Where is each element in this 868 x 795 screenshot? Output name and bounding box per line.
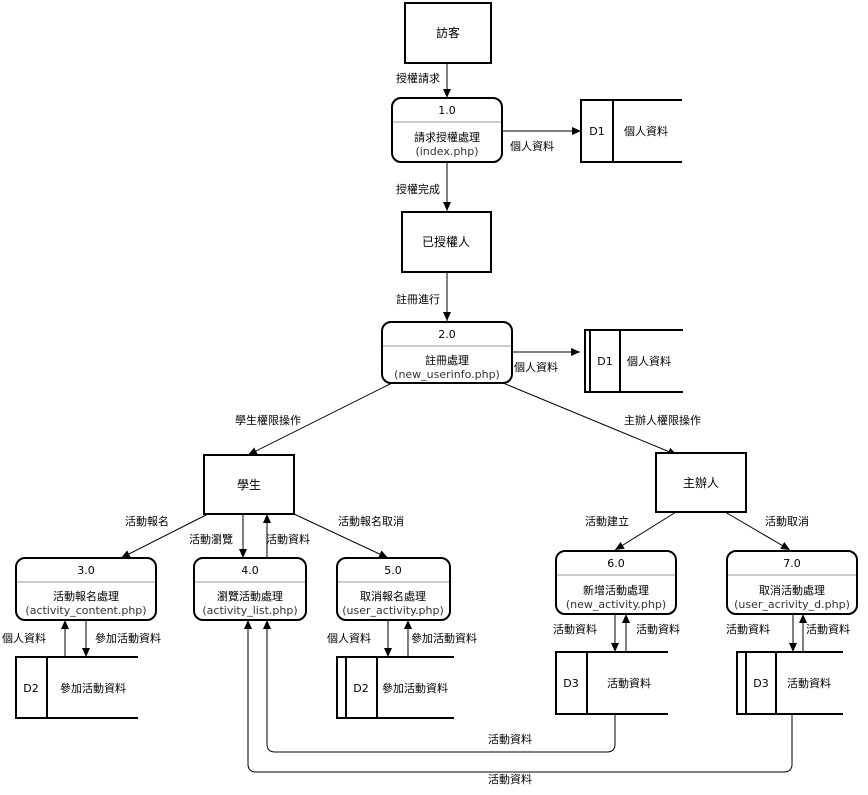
entity-student	[203, 454, 295, 515]
process-2	[381, 321, 513, 384]
store-4-id: D2	[353, 682, 368, 695]
store-3-id: D2	[23, 682, 38, 695]
label-auth-done: 授權完成	[396, 182, 440, 196]
label-register: 註冊進行	[396, 293, 440, 306]
label-auth-request: 授權請求	[396, 71, 440, 85]
store-2-id: D1	[597, 355, 612, 368]
label-signup: 活動報名	[125, 514, 169, 528]
store-6-name: 活動資料	[787, 676, 831, 690]
flow-create-activity	[614, 511, 677, 551]
process-7-file: (user_acrivity_d.php)	[734, 598, 850, 611]
store-5	[555, 651, 668, 715]
process-2-file: (new_userinfo.php)	[394, 368, 500, 381]
store-3-name: 參加活動資料	[60, 681, 126, 695]
label-p5-personal: 個人資料	[327, 631, 371, 645]
process-1-number: 1.0	[438, 104, 456, 117]
store-6-id: D3	[753, 677, 768, 690]
label-cancel-signup: 活動報名取消	[338, 514, 404, 528]
process-3-name: 活動報名處理	[53, 589, 119, 603]
entity-organizer	[655, 452, 747, 513]
flow-loop-2	[244, 620, 793, 773]
label-organizer-perm: 主辦人權限操作	[624, 413, 701, 427]
process-6-number: 6.0	[607, 557, 625, 570]
store-6	[736, 651, 843, 715]
label-personal-1: 個人資料	[510, 139, 554, 153]
process-7-number: 7.0	[783, 557, 801, 570]
process-1	[391, 97, 503, 163]
flow-signup	[120, 513, 209, 559]
store-4	[336, 656, 454, 719]
label-p3-join: 參加活動資料	[95, 631, 161, 645]
label-personal-2: 個人資料	[514, 360, 558, 374]
flow-cancel-activity	[724, 511, 791, 551]
store-4-name: 參加活動資料	[382, 681, 448, 695]
label-p6-b: 活動資料	[636, 622, 680, 636]
process-6	[555, 550, 677, 615]
process-3-file: (activity_content.php)	[25, 604, 146, 617]
label-loop-2: 活動資料	[488, 772, 532, 786]
process-5-number: 5.0	[384, 564, 402, 577]
process-5	[336, 557, 451, 621]
store-3	[15, 656, 138, 719]
process-5-file: (user_activity.php)	[342, 604, 444, 617]
process-3-number: 3.0	[77, 564, 95, 577]
flow-student-perm	[247, 382, 393, 456]
process-4	[193, 557, 307, 621]
flow-loop-1	[263, 620, 616, 753]
store-1-id: D1	[589, 125, 604, 138]
label-activity-data-4: 活動資料	[266, 532, 310, 546]
process-7-name: 取消活動處理	[759, 583, 825, 597]
store-2	[584, 329, 683, 393]
entity-visitor	[404, 2, 492, 64]
process-4-name: 瀏覽活動處理	[217, 589, 283, 603]
label-p3-personal: 個人資料	[2, 631, 46, 645]
process-4-file: (activity_list.php)	[202, 604, 297, 617]
store-2-name: 個人資料	[627, 354, 671, 368]
process-6-file: (new_activity.php)	[566, 598, 666, 611]
process-1-file: (index.php)	[415, 145, 478, 158]
store-1	[580, 99, 682, 163]
label-cancel-activity: 活動取消	[765, 514, 809, 528]
label-p5-join: 參加活動資料	[411, 631, 477, 645]
process-3	[15, 557, 157, 621]
label-p6-a: 活動資料	[553, 622, 597, 636]
label-p7-a: 活動資料	[726, 622, 770, 636]
store-5-id: D3	[563, 677, 578, 690]
label-loop-1: 活動資料	[488, 732, 532, 746]
label-browse: 活動瀏覽	[189, 532, 233, 546]
process-2-name: 註冊處理	[425, 353, 469, 367]
process-4-number: 4.0	[241, 564, 259, 577]
flow-cancel-signup	[293, 513, 389, 559]
process-6-name: 新增活動處理	[583, 583, 649, 597]
entity-organizer-label: 主辦人	[683, 476, 719, 490]
label-p7-b: 活動資料	[806, 622, 850, 636]
process-5-name: 取消報名處理	[360, 589, 426, 603]
process-7	[726, 550, 858, 615]
entity-student-label: 學生	[237, 478, 261, 492]
store-5-name: 活動資料	[607, 676, 651, 690]
entity-visitor-label: 訪客	[436, 25, 460, 40]
process-1-name: 請求授權處理	[414, 130, 480, 144]
label-student-perm: 學生權限操作	[235, 413, 301, 427]
entity-authorized-label: 已授權人	[422, 234, 470, 249]
entity-authorized	[401, 211, 492, 273]
flow-organizer-perm	[502, 382, 678, 456]
process-2-number: 2.0	[438, 328, 456, 341]
store-1-name: 個人資料	[624, 124, 668, 138]
label-create-activity: 活動建立	[585, 514, 629, 528]
